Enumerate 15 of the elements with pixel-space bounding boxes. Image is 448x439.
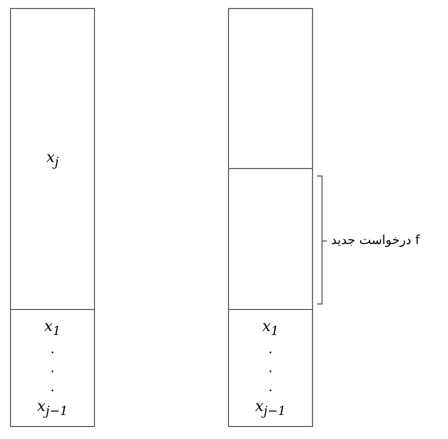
- cell-label: x$_{1}$: [44, 318, 61, 338]
- ellipsis-dot: .: [268, 342, 273, 356]
- ellipsis-dot: .: [50, 380, 55, 394]
- cell-label: x$_{j−1}$: [255, 398, 286, 418]
- ellipsis-dot: .: [268, 380, 273, 394]
- memory-cell: [10, 8, 95, 310]
- ellipsis-dot: .: [50, 362, 55, 374]
- memory-cell: [228, 309, 313, 427]
- memory-cell: [10, 309, 95, 427]
- ellipsis-dot: .: [50, 342, 55, 356]
- ellipsis-dot: .: [268, 362, 273, 374]
- cell-label: x$_{1}$: [262, 318, 279, 338]
- cell-label: x$_{j}$: [46, 150, 59, 168]
- cell-label: x$_{j−1}$: [37, 398, 68, 418]
- side-label: درخواست جدید f: [331, 232, 420, 247]
